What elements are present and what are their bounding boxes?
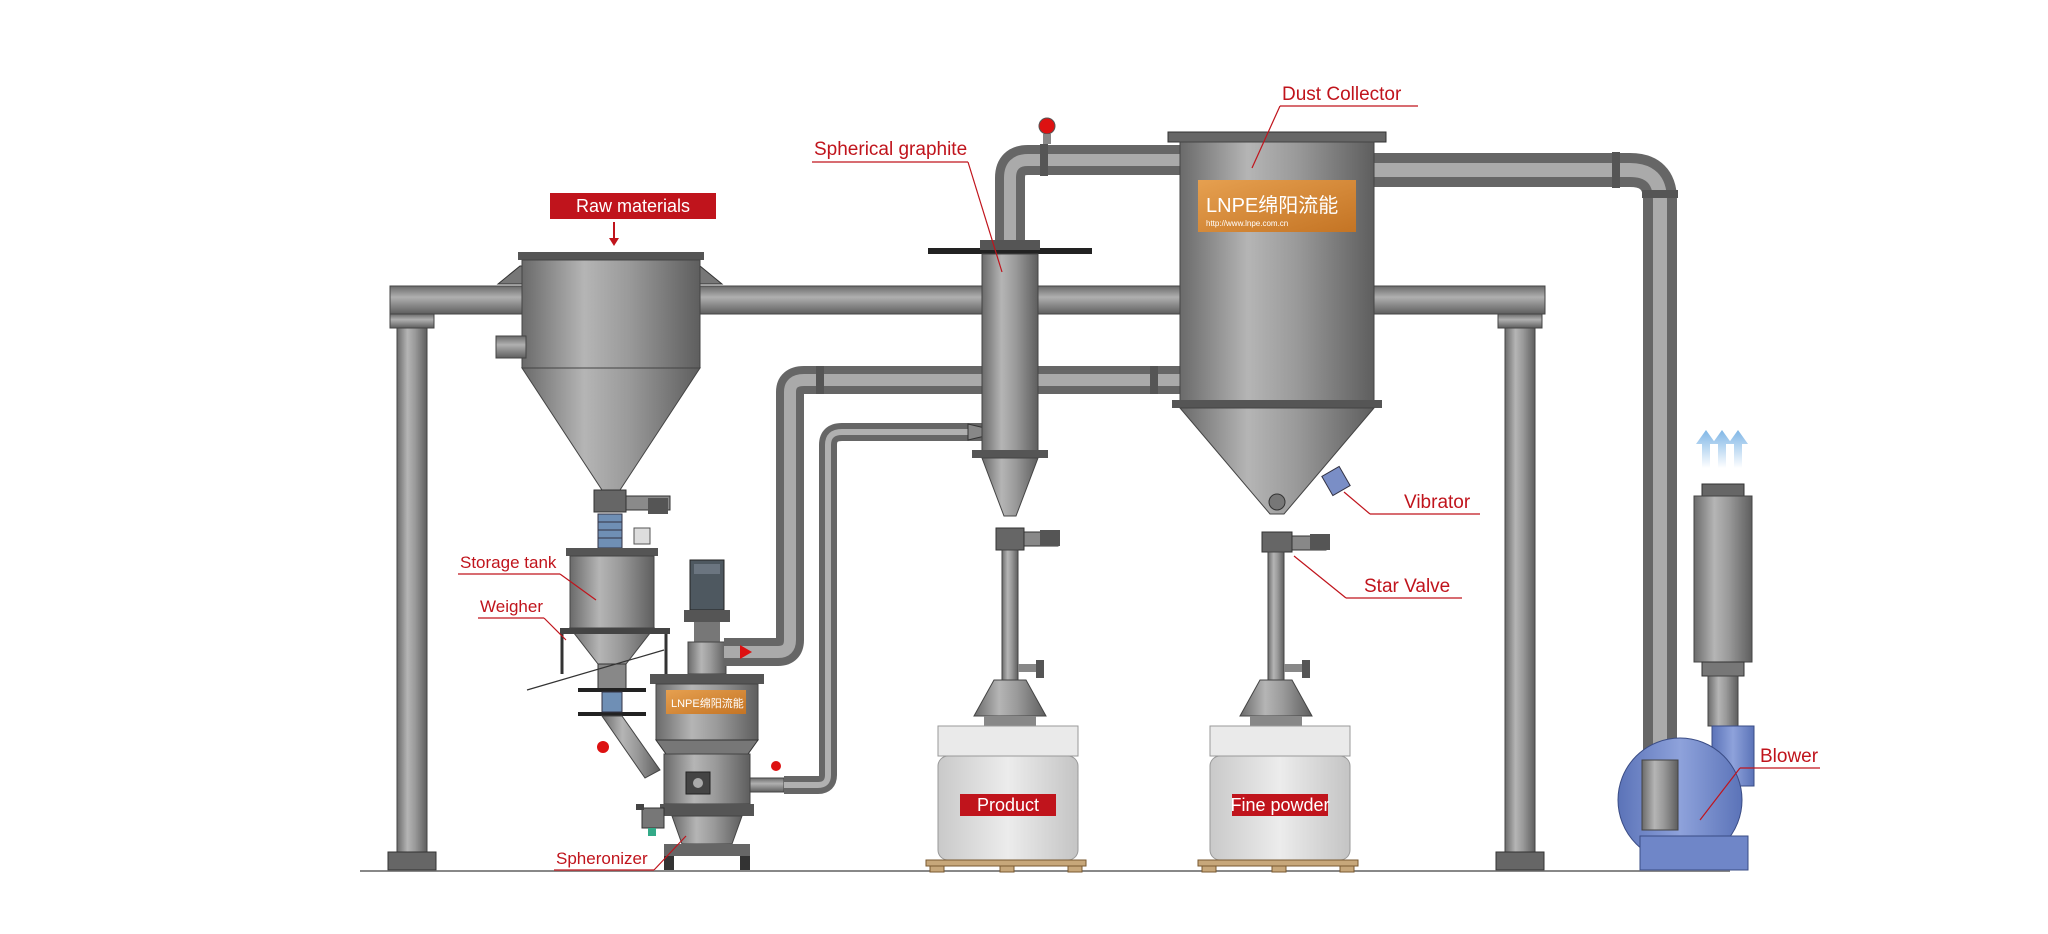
weigher-label: Weigher	[480, 597, 543, 616]
spherical-graphite-label: Spherical graphite	[814, 139, 967, 160]
storage-tank	[526, 548, 670, 779]
fine-powder-bag: Fine powder	[1197, 725, 1359, 873]
raw-materials-label: Raw materials	[576, 196, 690, 216]
dust-collector-logo-text: LNPE绵阳流能	[1206, 194, 1338, 217]
fine-powder-label: Fine powder	[1230, 795, 1329, 815]
product-label: Product	[977, 795, 1039, 815]
label-spheronizer: Spheronizer	[554, 835, 687, 871]
blower-label: Blower	[1760, 746, 1819, 767]
label-storage-tank: Storage tank	[458, 553, 597, 601]
label-weigher: Weigher	[478, 597, 567, 641]
label-vibrator: Vibrator	[1343, 491, 1480, 515]
raw-material-hopper	[495, 252, 724, 549]
cyclone-separator	[928, 240, 1092, 726]
spheronizer-logo-text: LNPE绵阳流能	[671, 696, 744, 710]
dust-collector-logo-url: http://www.lnpe.com.cn	[1206, 219, 1288, 228]
product-bag: Product	[925, 725, 1087, 873]
blower-unit	[1617, 430, 1755, 871]
storage-tank-label: Storage tank	[460, 553, 557, 572]
label-spherical-graphite: Spherical graphite	[812, 139, 1003, 273]
vibrator-label: Vibrator	[1404, 492, 1471, 513]
spheronizer-label: Spheronizer	[556, 849, 648, 868]
dust-collector: LNPE绵阳流能 http://www.lnpe.com.cn	[1167, 131, 1387, 726]
spheronizer-machine: LNPE绵阳流能	[636, 392, 804, 870]
label-blower: Blower	[1699, 746, 1820, 821]
label-dust-collector: Dust Collector	[1251, 84, 1418, 169]
pipe-network	[776, 117, 1678, 820]
label-star-valve: Star Valve	[1293, 555, 1462, 599]
label-raw-materials: Raw materials	[550, 193, 716, 246]
star-valve-label: Star Valve	[1364, 576, 1450, 597]
dust-collector-label: Dust Collector	[1282, 84, 1402, 105]
